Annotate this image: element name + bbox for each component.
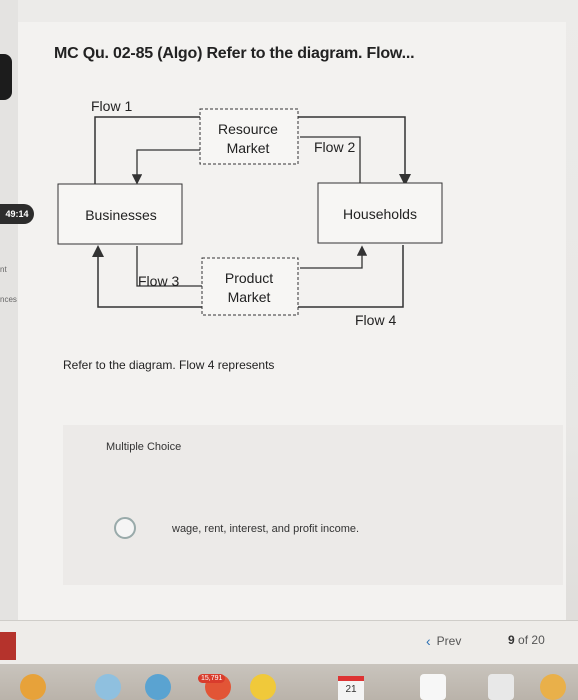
sidebar-handle[interactable] (0, 54, 12, 100)
app-icon-3[interactable] (145, 674, 171, 700)
multiple-choice-label: Multiple Choice (106, 441, 182, 453)
browser-icon[interactable] (250, 674, 276, 700)
page-current: 9 (508, 633, 515, 647)
product-market-out-line (300, 245, 368, 269)
product-market-box (201, 257, 299, 316)
app-icon-1[interactable] (20, 674, 46, 700)
timer-badge: 49:14 (0, 204, 34, 224)
product-market-label-1: Product (225, 270, 273, 286)
households-label: Households (343, 206, 417, 222)
app-icon-6[interactable] (488, 674, 514, 700)
app-icon-2[interactable] (95, 674, 121, 700)
calendar-icon[interactable]: 21 (338, 676, 364, 700)
prev-button-label: Prev (436, 634, 462, 648)
multiple-choice-panel (63, 425, 563, 585)
businesses-label: Businesses (85, 207, 157, 223)
page-total: 20 (531, 633, 545, 647)
page-of-label: of (518, 633, 529, 647)
question-title: MC Qu. 02-85 (Algo) Refer to the diagram… (54, 45, 415, 62)
product-market-in-line (136, 246, 203, 287)
sidebar-tab-2[interactable]: nces (0, 295, 17, 304)
red-tab[interactable] (0, 632, 16, 660)
resource-market-box (199, 108, 299, 165)
photos-icon[interactable] (540, 674, 566, 700)
app-icon-5[interactable] (420, 674, 446, 700)
flow-3-label: Flow 3 (138, 273, 179, 289)
resource-market-out-line (131, 149, 202, 185)
option-radio-1[interactable] (114, 517, 136, 539)
businesses-box (57, 183, 183, 245)
left-sidebar: nt nces (0, 0, 18, 700)
question-text: Refer to the diagram. Flow 4 represents (63, 358, 275, 372)
resource-market-in-line (300, 136, 361, 184)
notification-badge: 15,791 (198, 674, 226, 683)
resource-market-label-1: Resource (218, 121, 278, 137)
households-box (317, 182, 443, 244)
flow-1-label: Flow 1 (91, 98, 132, 114)
chevron-left-icon: ‹ (426, 633, 431, 649)
flow-4-label: Flow 4 (355, 312, 396, 328)
sidebar-tab-1[interactable]: nt (0, 265, 7, 274)
flow-2-label: Flow 2 (314, 139, 355, 155)
bottom-nav-bar (0, 620, 578, 665)
page-counter[interactable]: 9 of 20 (508, 633, 545, 647)
prev-button[interactable]: ‹ Prev (426, 633, 461, 649)
resource-market-label-2: Market (227, 140, 270, 156)
product-market-label-2: Market (228, 289, 271, 305)
option-text-1[interactable]: wage, rent, interest, and profit income. (172, 523, 360, 535)
